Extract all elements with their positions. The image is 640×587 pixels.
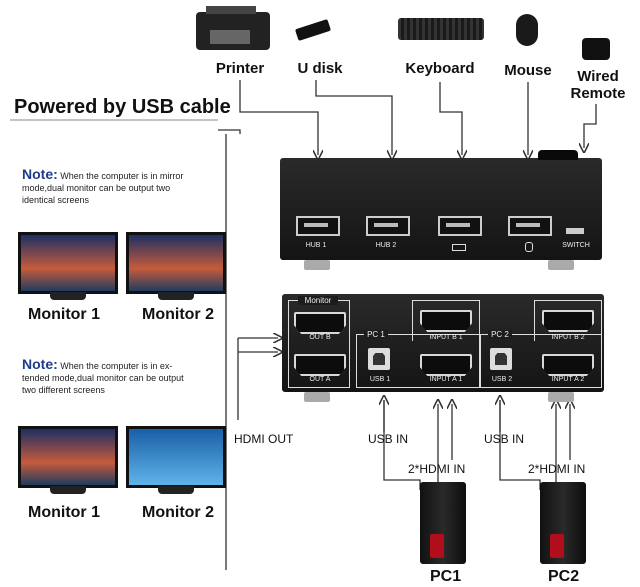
switch-port[interactable]	[566, 228, 584, 234]
note-extended-line2: tended mode,dual monitor can be output	[22, 373, 184, 383]
udisk-label: U disk	[297, 60, 343, 77]
input-a1-port[interactable]	[420, 354, 472, 376]
foot	[304, 260, 330, 270]
wired-remote-label: Wired Remote	[566, 68, 630, 102]
page-title: Powered by USB cable	[14, 96, 231, 118]
wired-remote-icon	[582, 38, 610, 60]
hub1-port[interactable]	[296, 216, 340, 236]
monitor-1-stand	[50, 292, 86, 300]
usb1-port[interactable]	[368, 348, 390, 370]
printer-label: Printer	[215, 60, 265, 77]
note-mirror-line3: identical screens	[22, 195, 90, 205]
monitor-3-label: Monitor 1	[28, 504, 100, 521]
usb2-port[interactable]	[490, 348, 512, 370]
kvm-front-panel: HUB 1 HUB 2 SWITCH	[280, 150, 602, 260]
input-a1-label: INPUT A 1	[429, 376, 463, 383]
note-mirror-line2: mode,dual monitor can be output two	[22, 183, 171, 193]
pc2-name: PC2	[548, 568, 580, 585]
keyboard-icon	[398, 18, 484, 40]
out-a-port[interactable]	[294, 354, 346, 376]
hub2-port[interactable]	[366, 216, 410, 236]
wired-label-line2: Remote	[570, 85, 626, 102]
keyboard-port[interactable]	[438, 216, 482, 236]
out-a-label: OUT A	[309, 376, 331, 383]
note-extended-line3: two different screens	[22, 385, 105, 395]
monitor-4-stand	[158, 486, 194, 494]
monitor-4-screen	[126, 426, 226, 488]
input-b1-port[interactable]	[420, 310, 472, 332]
out-b-label: OUT B	[309, 334, 331, 341]
input-b1-group	[412, 300, 480, 341]
mouse-icon	[516, 14, 538, 46]
input-b2-port[interactable]	[542, 310, 594, 332]
pc1-tower-icon	[420, 482, 466, 564]
monitor-2-stand	[158, 292, 194, 300]
usb2-label: USB 2	[491, 376, 513, 383]
input-b2-group	[534, 300, 602, 341]
keyboard-port-icon	[452, 244, 466, 251]
hdmi-out-label: HDMI OUT	[234, 432, 294, 446]
out-b-port[interactable]	[294, 312, 346, 334]
note-extended-line1: When the computer is in ex-	[60, 361, 173, 371]
monitor-1-label: Monitor 1	[28, 306, 100, 323]
pc1-name: PC1	[430, 568, 462, 585]
note-mirror-line1: When the computer is in mirror	[60, 171, 184, 181]
pc1-label: PC 1	[364, 330, 388, 339]
kvm-rear-panel: Monitor OUT B OUT A PC 1 INPUT B 1 USB 1…	[282, 294, 604, 392]
foot	[548, 392, 574, 402]
mouse-port[interactable]	[508, 216, 552, 236]
note-extended: Note: When the computer is in ex- tended…	[22, 356, 222, 396]
foot	[548, 260, 574, 270]
note-extended-label: Note:	[22, 356, 58, 372]
monitor-3-screen	[18, 426, 118, 488]
input-a2-label: INPUT A 2	[551, 376, 585, 383]
mouse-port-icon	[525, 242, 533, 252]
printer-icon	[196, 6, 270, 50]
hdmi-in-label-2: 2*HDMI IN	[528, 462, 586, 476]
usb1-label: USB 1	[369, 376, 391, 383]
usb-in-label-1: USB IN	[368, 432, 409, 446]
usb-in-label-2: USB IN	[484, 432, 525, 446]
hdmi-in-label-1: 2*HDMI IN	[408, 462, 466, 476]
mouse-label: Mouse	[504, 62, 552, 79]
hub1-label: HUB 1	[305, 242, 327, 249]
note-mirror-label: Note:	[22, 166, 58, 182]
wired-label-line1: Wired	[577, 68, 619, 85]
monitor-group-label: Monitor	[298, 296, 338, 305]
switch-label: SWITCH	[562, 242, 590, 249]
note-mirror: Note: When the computer is in mirror mod…	[22, 166, 222, 206]
monitor-2-label: Monitor 2	[142, 306, 214, 323]
foot	[304, 392, 330, 402]
monitor-2-screen	[126, 232, 226, 294]
keyboard-label: Keyboard	[405, 60, 475, 77]
hub2-label: HUB 2	[375, 242, 397, 249]
input-a2-port[interactable]	[542, 354, 594, 376]
pc1-group	[356, 334, 480, 388]
switch-button[interactable]	[538, 150, 578, 160]
input-b1-label: INPUT B 1	[429, 334, 463, 341]
pc2-label: PC 2	[488, 330, 512, 339]
monitor-3-stand	[50, 486, 86, 494]
pc2-tower-icon	[540, 482, 586, 564]
pc2-group	[480, 334, 602, 388]
monitor-4-label: Monitor 2	[142, 504, 214, 521]
input-b2-label: INPUT B 2	[551, 334, 585, 341]
monitor-1-screen	[18, 232, 118, 294]
